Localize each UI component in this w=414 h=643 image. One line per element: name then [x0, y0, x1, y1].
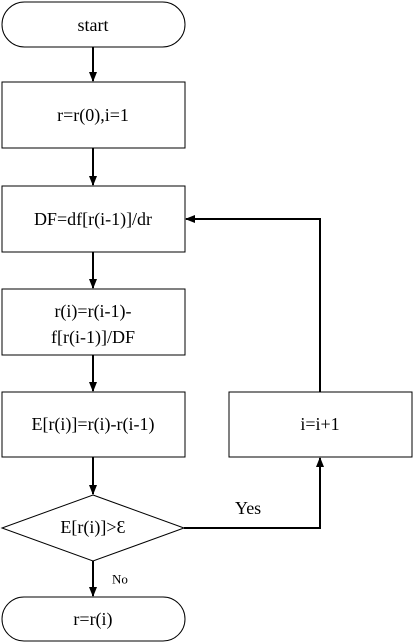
start-label: start: [78, 15, 109, 35]
error-node: E[r(i)]=r(i)-r(i-1): [1, 391, 186, 458]
decision-node: E[r(i)]>Ɛ: [0, 494, 186, 562]
arrow-decision-yes-to-increment: [184, 457, 324, 529]
no-label: No: [112, 572, 128, 587]
arrow-increment-to-derivative: [185, 215, 321, 392]
init-label: r=r(0),i=1: [57, 105, 129, 126]
start-node: start: [1, 1, 186, 48]
derivative-label: DF=df[r(i-1)]/dr: [34, 209, 152, 230]
derivative-node: DF=df[r(i-1)]/dr: [1, 185, 186, 253]
end-node: r=r(i): [1, 596, 186, 642]
update-label-line1: r(i)=r(i-1)-: [54, 301, 131, 322]
increment-node: i=i+1: [228, 391, 413, 458]
error-label: E[r(i)]=r(i)-r(i-1): [31, 414, 154, 435]
init-node: r=r(0),i=1: [1, 81, 186, 149]
yes-label: Yes: [235, 498, 261, 518]
end-label: r=r(i): [73, 609, 112, 630]
increment-label: i=i+1: [300, 414, 339, 434]
decision-label: E[r(i)]>Ɛ: [60, 517, 125, 538]
update-node: r(i)=r(i-1)- f[r(i-1)]/DF: [1, 288, 186, 356]
update-label-line2: f[r(i-1)]/DF: [51, 327, 135, 348]
